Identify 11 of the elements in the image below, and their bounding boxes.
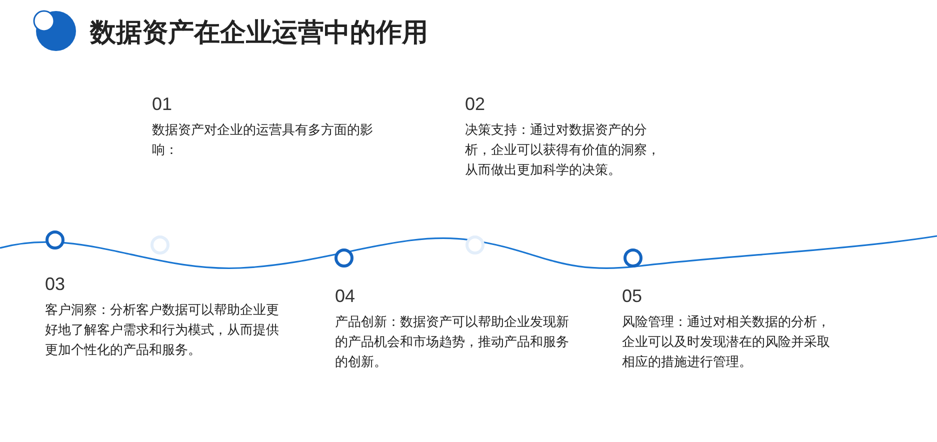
step-text: 决策支持：通过对数据资产的分析，企业可以获得有价值的洞察，从而做出更加科学的决策。 xyxy=(465,122,660,180)
step-number: 01 xyxy=(152,93,174,115)
title: 数据资产在企业运营中的作用 xyxy=(90,17,428,50)
step-number: 04 xyxy=(335,285,356,307)
step-text: 产品创新：数据资产可以帮助企业发现新的产品机会和市场趋势，推动产品和服务的创新。 xyxy=(335,314,570,372)
step-number: 05 xyxy=(622,285,644,307)
step-text: 风险管理：通过对相关数据的分析，企业可以及时发现潜在的风险并采取相应的措施进行管理。 xyxy=(622,314,831,372)
step-number: 03 xyxy=(45,273,66,295)
step-number: 02 xyxy=(465,93,486,115)
step-text: 客户洞察：分析客户数据可以帮助企业更好地了解客户需求和行为模式，从而提供更加个性化的产品和服务。 xyxy=(45,302,280,360)
step-text: 数据资产对企业的运营具有多方面的影响： xyxy=(152,122,374,160)
